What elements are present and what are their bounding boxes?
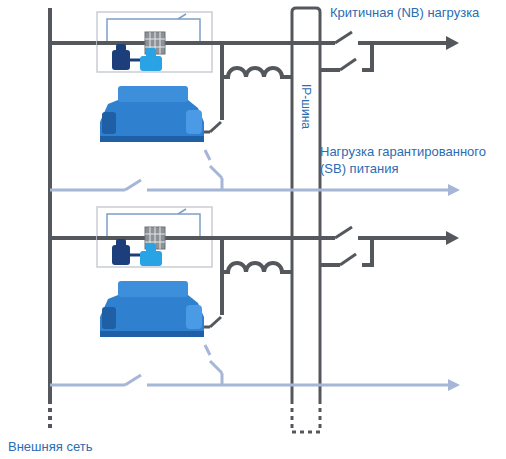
supply-module xyxy=(50,207,460,391)
load-label: Нагрузка гарантированного (SB) питания xyxy=(320,143,502,177)
source-label: Внешняя сеть xyxy=(8,438,92,455)
grid-bus xyxy=(48,8,52,400)
supply-module xyxy=(50,12,460,196)
bus-label: IP-шина xyxy=(299,84,313,129)
load-label: Критичная (NB) нагрузка xyxy=(330,4,479,21)
grid-bus-continuation xyxy=(48,400,52,432)
ip-bus-continuation xyxy=(292,400,320,432)
ip-bus xyxy=(292,8,320,400)
